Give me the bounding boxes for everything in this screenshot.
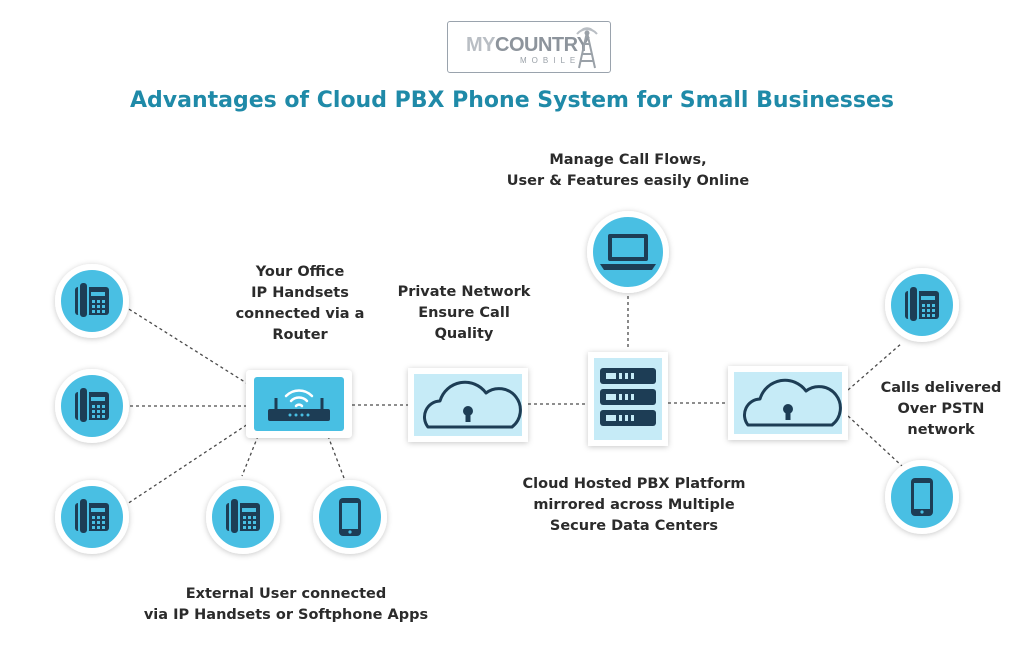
pstn-mobile-icon [885, 460, 959, 534]
logo-text-my: MY [466, 34, 496, 56]
logo-text-mobile: MOBILE [520, 56, 581, 65]
connector-lines [123, 296, 903, 507]
platform-label: Cloud Hosted PBX Platform mirrored acros… [522, 476, 746, 534]
office-phone-icon [55, 480, 129, 554]
office-phone-icon [55, 369, 129, 443]
private-network-label: Private Network Ensure Call Quality [397, 284, 531, 342]
company-logo: MYCOUNTRY MOBILE [447, 21, 611, 73]
manage-label: Manage Call Flows, User & Features easil… [506, 152, 750, 189]
pstn-label: Calls delivered Over PSTN network [880, 380, 1002, 438]
server-rack-icon [588, 352, 668, 446]
external-user-label: External User connected via IP Handsets … [143, 586, 429, 623]
laptop-icon [587, 211, 669, 293]
pstn-phone-icon [885, 268, 959, 342]
office-phone-icon [55, 264, 129, 338]
external-mobile-icon [313, 480, 387, 554]
office-label: Your Office IP Handsets connected via a … [235, 264, 365, 343]
router-icon [246, 370, 352, 438]
logo-text-country: COUNTRY [495, 34, 590, 56]
external-phone-icon [206, 480, 280, 554]
page-title: Advantages of Cloud PBX Phone System for… [130, 88, 894, 113]
private-network-cloud-icon [408, 368, 528, 442]
pstn-cloud-icon [728, 366, 848, 440]
tower-icon [576, 27, 598, 69]
